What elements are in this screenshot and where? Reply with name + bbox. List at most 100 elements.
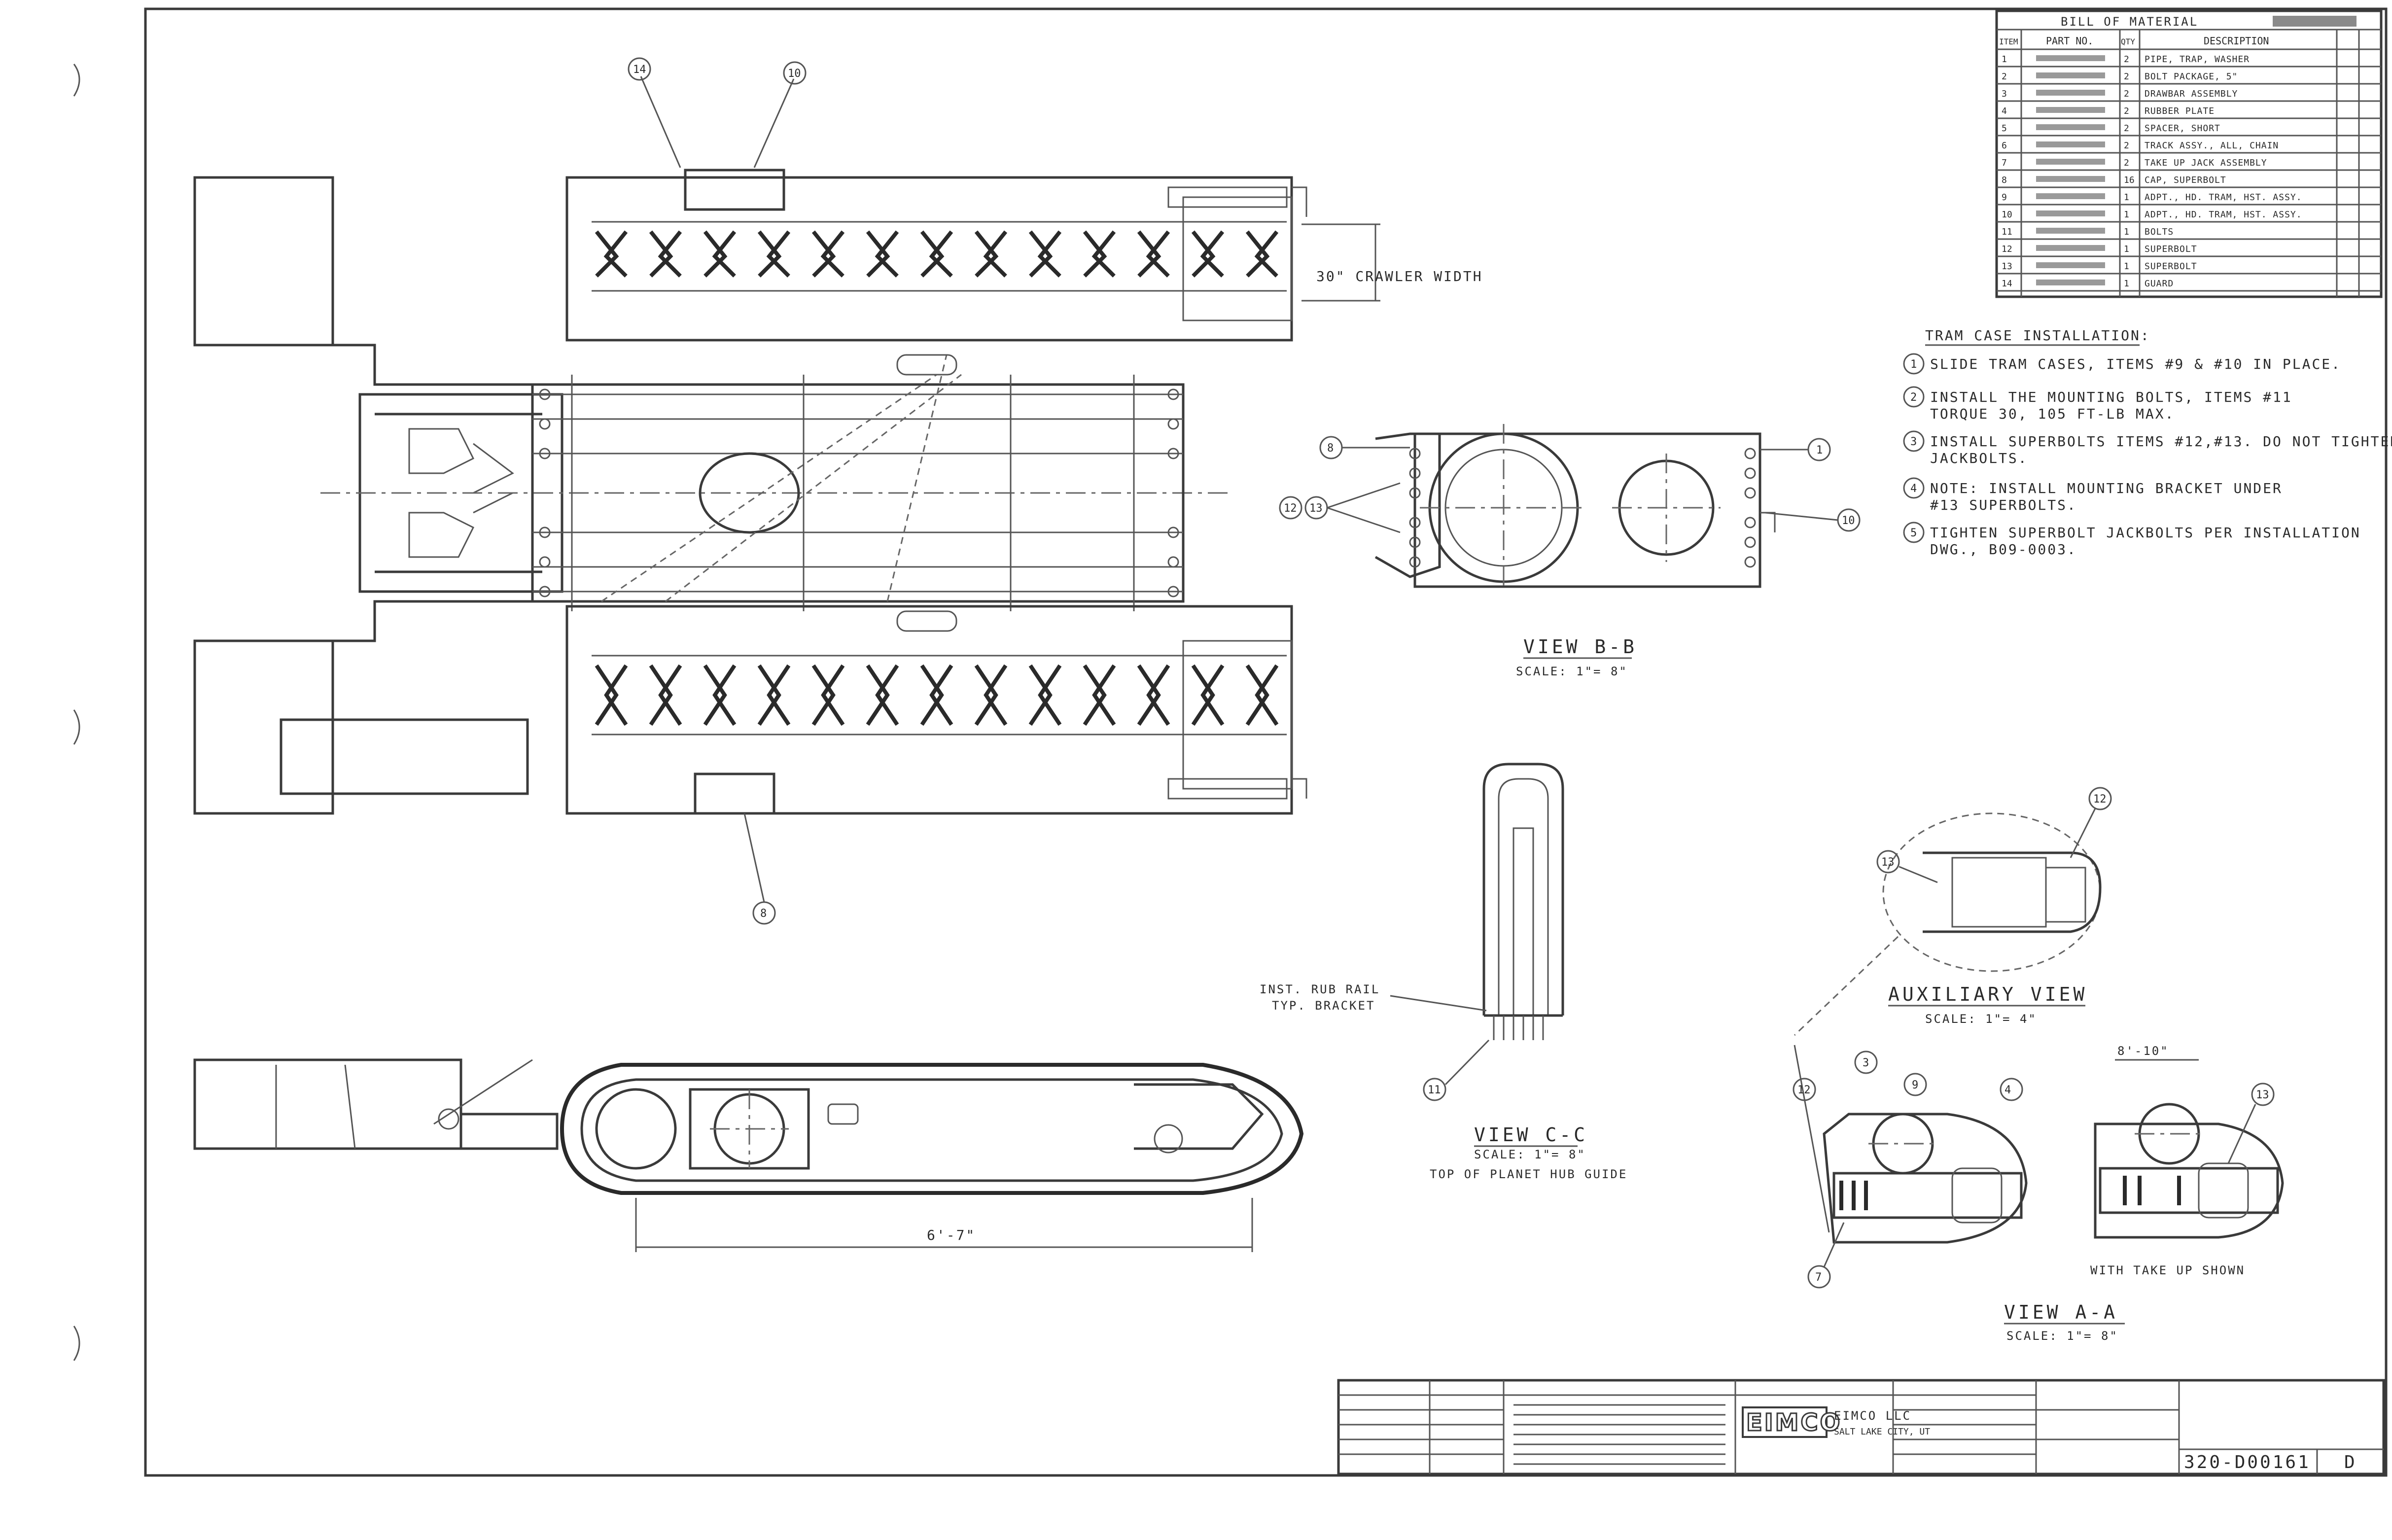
- bom-part-number: [2036, 176, 2105, 182]
- callout-8: 8: [760, 908, 767, 920]
- view-aa-scale: SCALE: 1"= 8": [2006, 1329, 2118, 1343]
- callout-aa-13: 13: [2256, 1089, 2269, 1101]
- bom-description: TRACK ASSY., ALL, CHAIN: [2145, 140, 2279, 151]
- rub-rail-label-2: TYP. BRACKET: [1272, 999, 1375, 1013]
- note-text: DWG., B09-0003.: [1930, 541, 2077, 558]
- note-number-bubble: [1903, 386, 1925, 408]
- note-text: INSTALL SUPERBOLTS ITEMS #12,#13. DO NOT…: [1930, 433, 2392, 450]
- bom-part-number: [2036, 90, 2105, 96]
- bom-part-number: [2036, 55, 2105, 61]
- bom-description: SPACER, SHORT: [2145, 123, 2220, 134]
- callout-aa-7: 7: [1815, 1271, 1822, 1284]
- bom-item-number: 6: [2002, 140, 2007, 151]
- callout-bb-12: 12: [1284, 502, 1297, 515]
- bom-item-number: 2: [2002, 71, 2007, 82]
- side-elevation: 6'-7": [193, 1058, 1304, 1252]
- bom-item-number: 12: [2002, 244, 2012, 254]
- callout-aa-3: 3: [1863, 1057, 1869, 1069]
- bom-qty: 1: [2124, 244, 2129, 254]
- view-cc-title: VIEW C-C: [1474, 1124, 1588, 1146]
- note-text: TIGHTEN SUPERBOLT JACKBOLTS PER INSTALLA…: [1930, 525, 2361, 541]
- bom-item-number: 7: [2002, 158, 2007, 168]
- track-length-dim: 6'-7": [927, 1227, 976, 1243]
- sheet-border: [144, 7, 2388, 1477]
- note-text: #13 SUPERBOLTS.: [1930, 497, 2077, 513]
- view-aa-sub: WITH TAKE UP SHOWN: [2090, 1263, 2245, 1277]
- notes-heading: TRAM CASE INSTALLATION:: [1925, 327, 2150, 344]
- view-cc-sub: TOP OF PLANET HUB GUIDE: [1430, 1167, 1627, 1181]
- bom-qty: 1: [2124, 192, 2129, 203]
- note-number-bubble: [1903, 477, 1925, 499]
- bom-description: PIPE, TRAP, WASHER: [2145, 54, 2250, 65]
- view-bb-title: VIEW B-B: [1523, 636, 1637, 658]
- bill-of-material: BILL OF MATERIAL ITEM PART NO. QTY DESCR…: [1995, 9, 2383, 298]
- note-number: 3: [1910, 436, 1917, 448]
- bom-qty: 2: [2124, 71, 2129, 82]
- bom-part-number: [2036, 141, 2105, 147]
- note-number: 5: [1910, 527, 1917, 539]
- note-text: INSTALL THE MOUNTING BOLTS, ITEMS #11: [1930, 389, 2292, 405]
- view-a-a: 12 3 9 4 7 13 8'-10" WITH TAKE UP SHOWN …: [1793, 1044, 2284, 1343]
- bom-part-number: [2036, 159, 2105, 165]
- callout-aa-12: 12: [1797, 1084, 1811, 1096]
- bom-item-number: 13: [2002, 261, 2012, 272]
- plan-view: 30" CRAWLER WIDTH 14 10 8: [193, 57, 1481, 925]
- bom-qty: 2: [2124, 123, 2129, 134]
- bom-description: SUPERBOLT: [2145, 244, 2197, 254]
- bom-qty: 2: [2124, 106, 2129, 116]
- callout-bb-8: 8: [1327, 442, 1334, 455]
- bom-header-item: ITEM: [1999, 37, 2018, 46]
- bom-item-number: 1: [2002, 54, 2007, 65]
- bom-qty: 1: [2124, 261, 2129, 272]
- bom-item-number: 3: [2002, 89, 2007, 99]
- callout-14: 14: [633, 64, 646, 76]
- callout-aa-4: 4: [2005, 1084, 2011, 1096]
- bom-part-number: [2036, 193, 2105, 199]
- view-bb-scale: SCALE: 1"= 8": [1516, 665, 1628, 678]
- bom-item-number: 8: [2002, 175, 2007, 185]
- bom-qty: 16: [2124, 175, 2135, 185]
- bom-item-number: 11: [2002, 227, 2012, 237]
- bom-qty: 2: [2124, 89, 2129, 99]
- lower-track-links: [595, 664, 1279, 726]
- bom-header-part: PART NO.: [2046, 35, 2093, 47]
- company-name: EIMCO LLC: [1834, 1409, 1911, 1423]
- bom-description: BOLT PACKAGE, 5": [2145, 71, 2238, 82]
- bom-description: ADPT., HD. TRAM, HST. ASSY.: [2145, 210, 2302, 220]
- bom-header-desc: DESCRIPTION: [2204, 35, 2269, 47]
- bom-description: ADPT., HD. TRAM, HST. ASSY.: [2145, 192, 2302, 203]
- view-aa-title: VIEW A-A: [2004, 1301, 2118, 1323]
- bom-description: CAP, SUPERBOLT: [2145, 175, 2226, 185]
- bom-qty: 2: [2124, 158, 2129, 168]
- bom-item-number: 9: [2002, 192, 2007, 203]
- view-b-b: 8 12 13 1 10 VIEW B-B SCALE: 1"= 8": [1279, 424, 1861, 678]
- view-cc-scale: SCALE: 1"= 8": [1474, 1148, 1586, 1161]
- callout-bubble: [783, 61, 807, 85]
- bom-description: BOLTS: [2145, 227, 2174, 237]
- bom-part-number: [2036, 245, 2105, 251]
- note-text: SLIDE TRAM CASES, ITEMS #9 & #10 IN PLAC…: [1930, 356, 2341, 372]
- dim-8ft: 8'-10": [2117, 1044, 2169, 1058]
- drawing-number: 320-D00161: [2184, 1452, 2311, 1472]
- bom-header-qty: QTY: [2121, 37, 2135, 46]
- aux-view-title: AUXILIARY VIEW: [1888, 983, 2087, 1005]
- bom-part-number: [2036, 107, 2105, 113]
- note-number-bubble: [1903, 353, 1925, 375]
- bom-title: BILL OF MATERIAL: [2061, 15, 2198, 29]
- bom-item-number: 4: [2002, 106, 2007, 116]
- bom-qty: 2: [2124, 140, 2129, 151]
- bom-item-number: 5: [2002, 123, 2007, 134]
- note-number-bubble: [1903, 522, 1925, 543]
- title-block: EIMCO EIMCO LLC SALT LAKE CITY, UT 320-D…: [1337, 1379, 2385, 1475]
- bom-qty: 1: [2124, 227, 2129, 237]
- sheet-size: D: [2344, 1452, 2355, 1472]
- aux-view-scale: SCALE: 1"= 4": [1925, 1012, 2037, 1026]
- view-c-c: 11 INST. RUB RAIL TYP. BRACKET VIEW C-C …: [1260, 763, 1627, 1181]
- note-number: 4: [1910, 483, 1917, 495]
- note-number: 2: [1910, 391, 1917, 404]
- bom-part-number: [2036, 228, 2105, 234]
